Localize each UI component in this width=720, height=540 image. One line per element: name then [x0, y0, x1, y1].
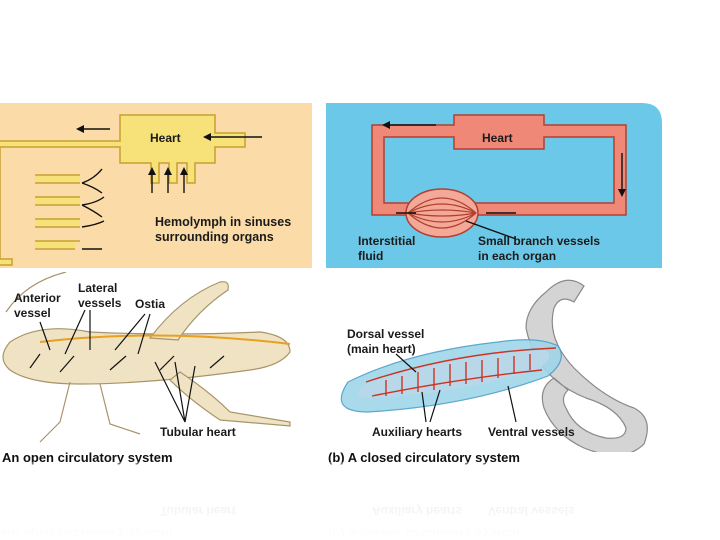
grasshopper-illustration: [2, 272, 291, 443]
reflection-fade: [0, 462, 720, 540]
interstitial-fluid-label: Interstitial fluid: [358, 234, 416, 263]
open-system-schematic: [0, 103, 312, 268]
branch-vessels-label: Small branch vessels in each organ: [478, 234, 601, 263]
open-system-caption: An open circulatory system: [2, 450, 173, 465]
tubular-heart-label: Tubular heart: [160, 425, 236, 439]
open-heart-label: Heart: [150, 131, 181, 145]
dorsal-vessel-label: Dorsal vessel (main heart): [347, 327, 425, 356]
closed-system-schematic: [326, 103, 662, 268]
lateral-vessels-label: Lateral vessels: [78, 281, 122, 310]
ostia-label: Ostia: [135, 297, 166, 311]
anterior-vessel-label: Anterior vessel: [14, 291, 61, 320]
earthworm-illustration: [340, 279, 648, 452]
closed-system-caption: (b) A closed circulatory system: [328, 450, 520, 465]
ventral-vessels-label: Ventral vessels: [488, 425, 575, 439]
auxiliary-hearts-label: Auxiliary hearts: [372, 425, 463, 439]
hemolymph-label: Hemolymph in sinuses surrounding organs: [155, 215, 292, 244]
closed-heart-label: Heart: [482, 131, 513, 145]
